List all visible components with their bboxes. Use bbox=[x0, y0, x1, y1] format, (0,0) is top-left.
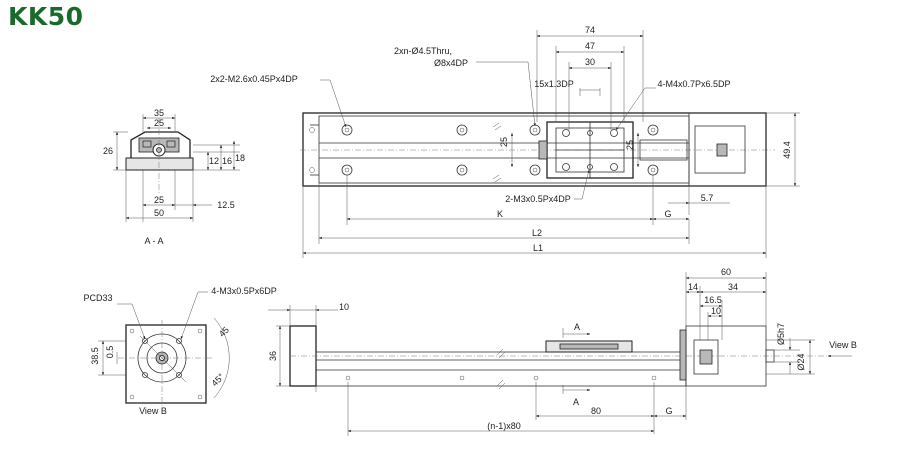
callout-center-taps: 2-M3x0.5Px4DP bbox=[505, 194, 571, 204]
side-dim-10: 10 bbox=[339, 302, 349, 312]
top-motor-body bbox=[694, 125, 746, 174]
top-coupling bbox=[716, 143, 728, 157]
aa-dim-12: 12 bbox=[209, 156, 219, 166]
side-dim-phi5h7: Ø5h7 bbox=[776, 323, 786, 345]
side-dim-phi24: Ø24 bbox=[796, 353, 806, 370]
side-dim-34: 34 bbox=[728, 282, 738, 292]
top-carriage-seal bbox=[538, 140, 548, 160]
aa-dim-50: 50 bbox=[154, 208, 164, 218]
aa-dim-25-bottom: 25 bbox=[154, 195, 164, 205]
side-rail-body bbox=[315, 351, 687, 387]
aa-dim-18: 18 bbox=[235, 153, 245, 163]
dim-K: K bbox=[497, 209, 503, 219]
side-dim-14: 14 bbox=[688, 282, 698, 292]
callout-end-taps: 2x2-M2.6x0.45Px4DP bbox=[210, 74, 298, 84]
aa-rail-base bbox=[125, 157, 194, 171]
aa-block-body bbox=[130, 131, 191, 158]
callout-thru-holes-cb: Ø8x4DP bbox=[434, 58, 468, 68]
side-dim-G: G bbox=[665, 406, 672, 416]
arrow-a-bottom: A bbox=[573, 397, 579, 407]
aa-dim-12-5: 12.5 bbox=[217, 200, 235, 210]
vb-dim-38-5: 38.5 bbox=[90, 347, 100, 365]
page-title: KK50 bbox=[8, 2, 84, 31]
top-shaft-housing bbox=[639, 139, 688, 161]
callout-block-taps: 4-M4x0.7Px6.5DP bbox=[657, 79, 730, 89]
dim-25-right: 25 bbox=[625, 140, 635, 150]
aa-dim-25-top: 25 bbox=[154, 118, 164, 128]
aa-bearing-right bbox=[166, 140, 176, 148]
callout-flange-taps: 4-M3x0.5Px6DP bbox=[211, 286, 277, 296]
section-aa-label: A - A bbox=[144, 236, 163, 246]
aa-bearing-left bbox=[142, 140, 152, 148]
aa-dim-16: 16 bbox=[222, 156, 232, 166]
top-motor-flange bbox=[688, 112, 767, 187]
side-dim-60: 60 bbox=[721, 267, 731, 277]
aa-dim-26: 26 bbox=[103, 146, 113, 156]
dim-47: 47 bbox=[585, 41, 595, 51]
dim-25-left: 25 bbox=[499, 137, 509, 147]
side-dim-80: 80 bbox=[591, 406, 601, 416]
vb-dim-45-b: 45° bbox=[210, 371, 227, 388]
callout-thru-holes: 2xn-Ø4.5Thru, bbox=[394, 46, 452, 56]
dim-30: 30 bbox=[585, 57, 595, 67]
view-b-label: View B bbox=[139, 406, 167, 416]
side-dim-16-5: 16.5 bbox=[704, 295, 722, 305]
side-dim-n1x80: (n-1)x80 bbox=[487, 421, 521, 431]
view-b-arrow-label: View B bbox=[829, 340, 857, 350]
vb-flange bbox=[125, 324, 207, 404]
side-dim-36: 36 bbox=[268, 351, 278, 361]
side-dim-10b: 10 bbox=[711, 306, 721, 316]
callout-slot: 15x1.3DP bbox=[534, 79, 574, 89]
dim-L2: L2 bbox=[532, 228, 542, 238]
vb-dim-45-a: 45 bbox=[217, 325, 231, 339]
section-aa-view: 35 25 26 12 16 18 25 12.5 50 A - A bbox=[103, 108, 245, 246]
view-b: PCD33 4-M3x0.5Px6DP 45 45° 38.5 0.5 View… bbox=[83, 286, 276, 416]
dim-5-7: 5.7 bbox=[701, 193, 714, 203]
side-mount-holes bbox=[345, 375, 657, 381]
arrow-a-top: A bbox=[574, 322, 580, 332]
side-view: A A 10 36 60 14 34 16.5 10 Ø5h7 Ø24 bbox=[268, 267, 857, 436]
dim-G-top: G bbox=[664, 209, 671, 219]
dim-49-4: 49.4 bbox=[782, 141, 792, 159]
top-mount-holes bbox=[309, 124, 659, 176]
aa-dim-35: 35 bbox=[154, 108, 164, 118]
dim-74: 74 bbox=[585, 25, 595, 35]
vb-dim-0-5: 0.5 bbox=[105, 346, 115, 359]
top-view: 74 47 30 15x1.3DP 2xn-Ø4.5Thru, Ø8x4DP 2… bbox=[210, 25, 800, 258]
callout-pcd: PCD33 bbox=[83, 293, 112, 303]
dim-L1: L1 bbox=[533, 243, 543, 253]
